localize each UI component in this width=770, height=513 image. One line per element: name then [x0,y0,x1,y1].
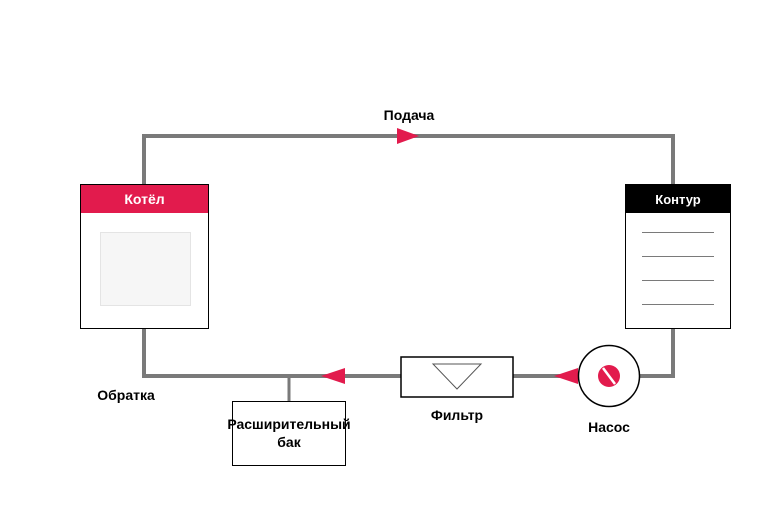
expansion-tank-box [232,401,346,466]
expansion-tank-label: Расширительный бак [219,415,359,451]
circuit-outlet-pipe [638,327,675,378]
supply-label: Подача [383,107,435,123]
pump-flow-arrow [554,368,578,384]
circuit-line [642,304,714,305]
circuit-title: Контур [655,191,701,207]
boiler-title: Котёл [124,191,165,207]
circuit-line [642,232,714,233]
filter-icon [431,363,483,390]
supply-flow-arrow [397,128,419,144]
circuit-line [642,256,714,257]
supply-pipe [142,134,675,186]
return-label: Обратка [97,387,155,403]
return-flow-arrow [321,368,345,384]
circuit-header: Контур [626,185,730,213]
pump-label: Насос [588,419,630,435]
return-pipe [142,327,403,378]
boiler-box: Котёл [80,184,209,329]
boiler-panel [100,232,191,306]
circuit-line [642,280,714,281]
circuit-box: Контур [625,184,731,329]
expansion-tank-label-line2: бак [277,434,301,450]
filter-label: Фильтр [430,407,484,423]
boiler-header: Котёл [81,185,208,213]
pump-icon-slash [602,367,616,385]
expansion-tank-label-line1: Расширительный [227,416,351,432]
